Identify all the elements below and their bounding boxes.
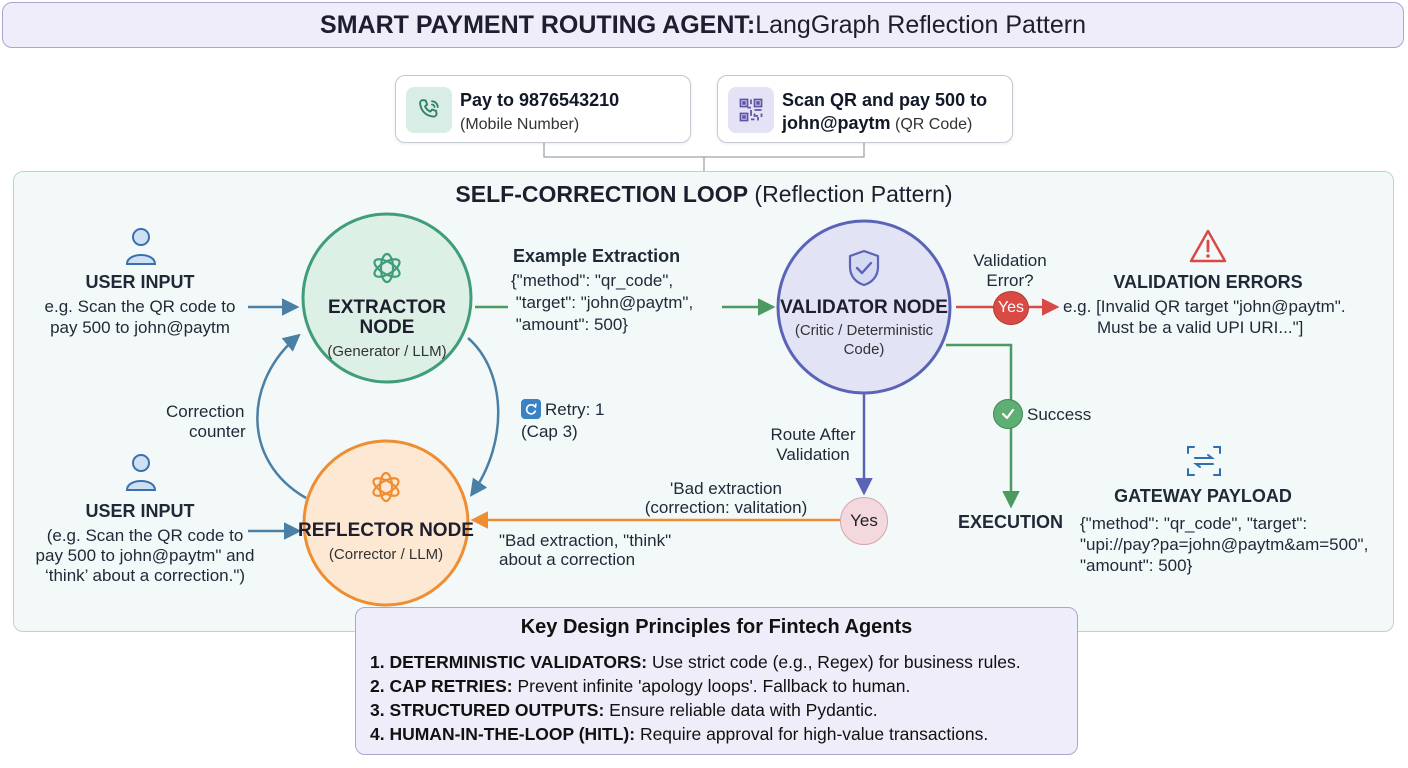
input-mobile-main: Pay to 9876543210: [460, 90, 620, 110]
user-input-bottom-line2: pay 500 to john@paytm" and: [35, 546, 255, 565]
loop-title-rest: (Reflection Pattern): [748, 181, 953, 207]
user-input-bottom-heading: USER INPUT: [85, 501, 195, 521]
validator-node: [776, 219, 952, 395]
user-icon-bottom: [125, 452, 157, 497]
gateway-line2: "upi://pay?pa=john@paytm&am=500",: [1080, 535, 1369, 554]
validation-errors-line2: Must be a valid UPI URI..."]: [1097, 318, 1304, 337]
page-title: SMART PAYMENT ROUTING AGENT: LangGraph R…: [2, 2, 1404, 48]
input-qr-main-line1: Scan QR and pay 500 to: [782, 90, 988, 110]
user-input-top-line1: e.g. Scan the QR code to: [44, 297, 236, 316]
principles-panel: [355, 607, 1078, 755]
arrow-reflector-to-extractor: [256, 333, 307, 500]
retry-line1: Retry: 1: [545, 400, 605, 419]
execution-label: EXECUTION: [958, 512, 1064, 532]
validation-errors-heading: VALIDATION ERRORS: [1113, 272, 1303, 292]
example-line2: "target": "john@paytm",: [511, 293, 694, 312]
warning-icon: [1188, 228, 1228, 269]
success-label: Success: [1027, 405, 1092, 424]
input-card-qr: Scan QR and pay 500 to john@paytm (QR Co…: [717, 75, 1013, 143]
arrow-validator-to-execution: [946, 343, 1020, 509]
validator-sub2: Code): [843, 341, 885, 358]
principle-label-3: 3. STRUCTURED OUTPUTS:: [370, 700, 605, 720]
arrow-extractor-to-reflector: [467, 337, 500, 497]
principle-label-4: 4. HUMAN-IN-THE-LOOP (HITL):: [370, 724, 636, 744]
loop-title-bold: SELF-CORRECTION LOOP: [455, 181, 749, 207]
input-merge-bracket: [543, 143, 865, 171]
shield-check-icon: [846, 248, 882, 293]
retry-icon: [521, 399, 541, 419]
example-line1: {"method": "qr_code",: [511, 271, 674, 290]
example-heading: Example Extraction: [513, 246, 681, 266]
validation-error-q-line1: Validation: [973, 251, 1047, 270]
route-after-line1: Route After: [770, 425, 856, 444]
principle-item-1: 1. DETERMINISTIC VALIDATORS: Use strict …: [370, 651, 1021, 673]
validator-label: VALIDATOR NODE: [780, 297, 948, 318]
principle-text-3: Ensure reliable data with Pydantic.: [604, 700, 878, 720]
gateway-scan-icon: [1186, 444, 1222, 483]
self-correction-loop-panel: [13, 171, 1394, 632]
yes-error-badge: Yes: [993, 291, 1029, 325]
title-bold: SMART PAYMENT ROUTING AGENT:: [320, 10, 756, 39]
principles-title: Key Design Principles for Fintech Agents: [520, 616, 913, 638]
yes-error-label: Yes: [997, 299, 1025, 316]
correction-counter-line2: counter: [189, 422, 246, 441]
principle-text-4: Require approval for high-value transact…: [635, 724, 989, 744]
bad-top-line1: 'Bad extraction: [670, 479, 782, 498]
retry-line2: (Cap 3): [521, 422, 578, 441]
success-check-icon: [993, 399, 1023, 429]
openai-icon-extractor: [366, 247, 408, 294]
example-line3: "amount": 500}: [511, 315, 628, 334]
extractor-sub: (Generator / LLM): [327, 343, 447, 360]
gateway-line3: "amount": 500}: [1080, 556, 1193, 575]
reflector-node: [302, 439, 470, 607]
principle-text-2: Prevent infinite 'apology loops'. Fallba…: [512, 676, 911, 696]
input-qr-sub: (QR Code): [890, 116, 973, 133]
user-input-bottom-line1: (e.g. Scan the QR code to: [46, 526, 244, 545]
reflector-label: REFLECTOR NODE: [298, 520, 474, 541]
user-icon-top: [125, 226, 157, 271]
input-qr-main-line2: john@paytm: [782, 113, 891, 133]
principle-text-1: Use strict code (e.g., Regex) for busine…: [647, 652, 1021, 672]
correction-counter-line1: Correction: [166, 402, 245, 421]
validation-errors-line1: e.g. [Invalid QR target "john@paytm".: [1063, 297, 1346, 316]
qr-code-icon: [728, 87, 774, 133]
openai-icon-reflector: [365, 466, 407, 513]
extractor-line1: EXTRACTOR: [328, 297, 446, 318]
gateway-heading: GATEWAY PAYLOAD: [1114, 486, 1292, 506]
title-rest: LangGraph Reflection Pattern: [755, 10, 1086, 39]
principle-label-2: 2. CAP RETRIES:: [370, 676, 513, 696]
validator-sub1: (Critic / Deterministic: [794, 322, 934, 339]
yes-route-badge: Yes: [840, 497, 888, 545]
bad-top-line2: (correction: valitation): [644, 498, 808, 517]
user-input-top-line2: pay 500 to john@paytm: [50, 318, 230, 337]
loop-title: SELF-CORRECTION LOOP (Reflection Pattern…: [0, 181, 1408, 208]
principle-item-2: 2. CAP RETRIES: Prevent infinite 'apolog…: [370, 675, 910, 697]
validation-error-q-line2: Error?: [986, 271, 1034, 290]
bad-bottom-line1: "Bad extraction, "think": [499, 531, 672, 550]
user-input-bottom-line3: ‘think’ about a correction."): [44, 566, 246, 585]
phone-icon: [406, 87, 452, 133]
principle-label-1: 1. DETERMINISTIC VALIDATORS:: [370, 652, 648, 672]
reflector-sub: (Corrector / LLM): [328, 546, 444, 563]
route-after-line2: Validation: [776, 445, 850, 464]
principle-item-4: 4. HUMAN-IN-THE-LOOP (HITL): Require app…: [370, 723, 988, 745]
principle-item-3: 3. STRUCTURED OUTPUTS: Ensure reliable d…: [370, 699, 878, 721]
extractor-node: [301, 212, 473, 384]
input-mobile-sub: (Mobile Number): [460, 116, 580, 133]
bad-bottom-line2: about a correction: [499, 550, 636, 569]
extractor-line2: NODE: [359, 317, 415, 338]
yes-route-label: Yes: [850, 511, 878, 530]
gateway-line1: {"method": "qr_code", "target":: [1080, 514, 1308, 533]
user-input-top-heading: USER INPUT: [85, 272, 195, 292]
input-card-mobile: Pay to 9876543210 (Mobile Number): [395, 75, 691, 143]
